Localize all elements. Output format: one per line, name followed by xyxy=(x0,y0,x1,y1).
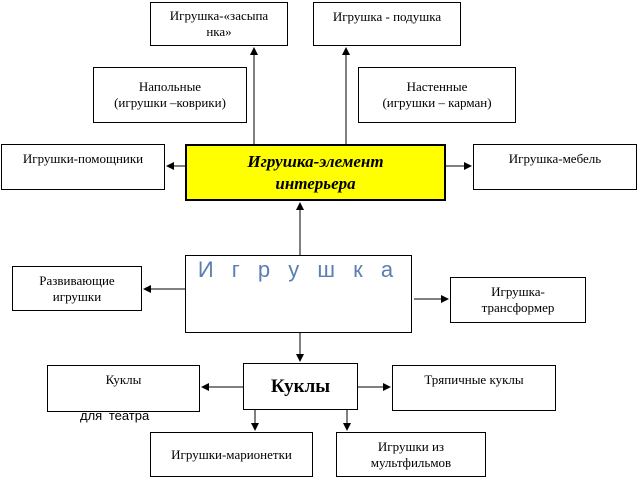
node-top-right: Игрушка - подушка xyxy=(313,2,461,46)
node-dolls: Куклы xyxy=(243,363,358,410)
node-furniture: Игрушка-мебель xyxy=(473,144,637,190)
node-helpers: Игрушки-помощники xyxy=(1,144,165,190)
node-top-left: Игрушка-«засыпа нка» xyxy=(150,2,288,46)
node-cartoon: Игрушки из мультфильмов xyxy=(336,432,486,477)
node-wall: Настенные (игрушки – карман) xyxy=(358,67,516,123)
node-rag-dolls: Тряпичные куклы xyxy=(392,365,556,411)
theatre-caption: для театра xyxy=(80,408,150,423)
node-transformer: Игрушка- трансформер xyxy=(450,277,586,323)
node-marionettes: Игрушки-марионетки xyxy=(150,432,313,477)
node-toy: И г р у ш к а xyxy=(185,255,412,333)
node-floor: Напольные (игрушки –коврики) xyxy=(93,67,247,123)
node-center-interior-toy: Игрушка-элемент интерьера xyxy=(185,144,446,201)
node-theatre-dolls: Куклы xyxy=(47,365,200,412)
node-developing: Развивающие игрушки xyxy=(12,266,142,311)
